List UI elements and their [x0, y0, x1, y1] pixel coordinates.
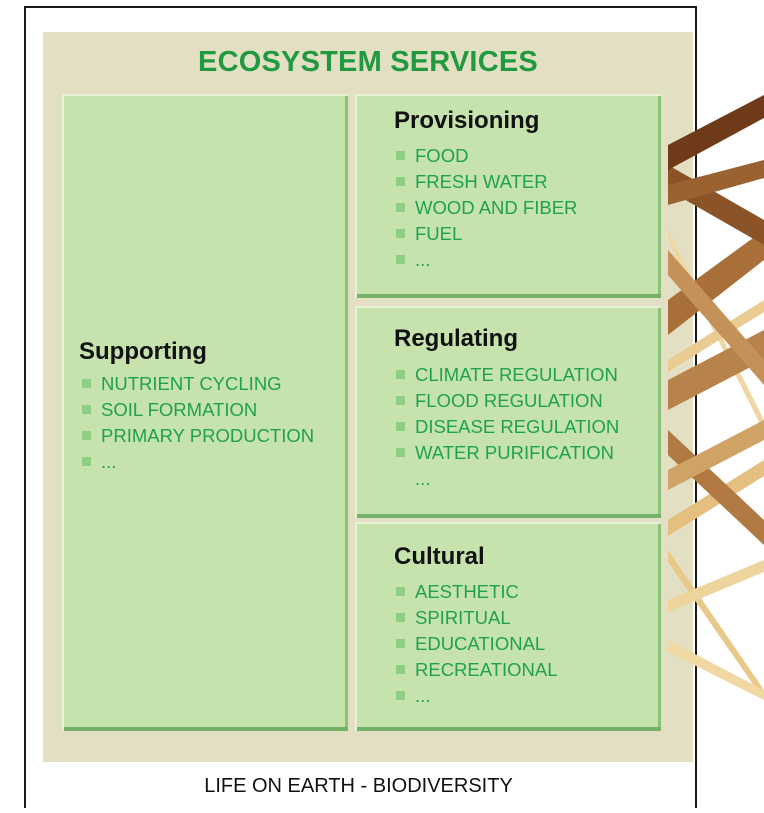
strap-light-3	[668, 640, 764, 700]
diagram-title: ECOSYSTEM SERVICES	[198, 46, 538, 78]
list-item: DISEASE REGULATION	[396, 414, 619, 440]
supporting-list: NUTRIENT CYCLING SOIL FORMATION PRIMARY PR…	[82, 371, 314, 475]
list-item-label: CLIMATE REGULATION	[415, 364, 618, 385]
list-item: ...	[396, 247, 577, 273]
list-item-label: FUEL	[415, 223, 463, 244]
list-item-label: FOOD	[415, 145, 469, 166]
bullet-square-icon	[82, 379, 91, 388]
list-item: WOOD AND FIBER	[396, 195, 577, 221]
bullet-square-icon	[82, 457, 91, 466]
list-item-label: ...	[101, 451, 117, 472]
strap-light-5	[668, 300, 764, 372]
regulating-list: CLIMATE REGULATION FLOOD REGULATION DISEAS…	[396, 362, 619, 492]
bullet-square-icon	[396, 422, 405, 431]
strap-light-1	[668, 550, 764, 700]
strap-mid-5	[668, 420, 764, 490]
list-item-label: NUTRIENT CYCLING	[101, 373, 282, 394]
list-item: WATER PURIFICATION	[396, 440, 619, 466]
provisioning-box: Provisioning FOOD FRESH WATER WOOD AND FIB…	[355, 94, 661, 298]
strap-mid-2	[668, 230, 764, 335]
bullet-square-icon	[396, 229, 405, 238]
bullet-square-icon	[396, 613, 405, 622]
strap-group	[668, 95, 764, 700]
bullet-square-icon	[396, 448, 405, 457]
bullet-square-icon	[396, 151, 405, 160]
biodiversity-label: LIFE ON EARTH - BIODIVERSITY	[204, 775, 513, 797]
cultural-heading: Cultural	[394, 543, 485, 570]
list-item: ...	[82, 449, 314, 475]
regulating-heading: Regulating	[394, 325, 518, 352]
list-item: SOIL FORMATION	[82, 397, 314, 423]
list-item: ...	[396, 683, 558, 709]
list-item: SPIRITUAL	[396, 605, 558, 631]
list-item-label: WATER PURIFICATION	[415, 442, 615, 463]
list-item-label: SOIL FORMATION	[101, 399, 258, 420]
strap-mid-4	[668, 250, 764, 385]
list-item-label: FRESH WATER	[415, 171, 548, 192]
list-item: FUEL	[396, 221, 577, 247]
cultural-box: Cultural AESTHETIC SPIRITUAL EDUCATIONAL RE…	[355, 522, 661, 731]
list-item-label: DISEASE REGULATION	[415, 416, 620, 437]
provisioning-heading: Provisioning	[394, 107, 540, 134]
strap-light-2	[668, 560, 764, 612]
bullet-square-icon	[82, 405, 91, 414]
list-item: EDUCATIONAL	[396, 631, 558, 657]
list-item: CLIMATE REGULATION	[396, 362, 619, 388]
bullet-square-icon	[396, 203, 405, 212]
list-item-label: ...	[415, 468, 431, 489]
bullet-square-icon	[396, 639, 405, 648]
list-item: RECREATIONAL	[396, 657, 558, 683]
bullet-square-icon	[396, 665, 405, 674]
list-item: FLOOD REGULATION	[396, 388, 619, 414]
bullet-square-icon	[396, 691, 405, 700]
bullet-square-icon	[396, 255, 405, 264]
list-item-label: FLOOD REGULATION	[415, 390, 603, 411]
supporting-box: Supporting NUTRIENT CYCLING SOIL FORMATIO…	[62, 94, 348, 731]
strap-dark-3	[668, 160, 764, 205]
provisioning-list: FOOD FRESH WATER WOOD AND FIBER FUEL...	[396, 143, 577, 273]
bullet-square-icon	[396, 370, 405, 379]
cultural-list: AESTHETIC SPIRITUAL EDUCATIONAL RECREATIONA…	[396, 579, 558, 709]
regulating-box: Regulating CLIMATE REGULATION FLOOD REGUL…	[355, 306, 661, 518]
list-item-label: AESTHETIC	[415, 581, 519, 602]
list-item: FOOD	[396, 143, 577, 169]
list-item: NUTRIENT CYCLING	[82, 371, 314, 397]
list-item: AESTHETIC	[396, 579, 558, 605]
list-item: PRIMARY PRODUCTION	[82, 423, 314, 449]
bullet-square-icon	[396, 177, 405, 186]
list-item-label: RECREATIONAL	[415, 659, 558, 680]
bullet-square-icon	[82, 431, 91, 440]
list-item-label: EDUCATIONAL	[415, 633, 546, 654]
bullet-square-icon	[396, 587, 405, 596]
list-item: FRESH WATER	[396, 169, 577, 195]
list-item: ...	[396, 466, 619, 492]
list-item-label: PRIMARY PRODUCTION	[101, 425, 315, 446]
list-item-label: ...	[415, 249, 431, 270]
strap-dark-2	[668, 95, 764, 170]
bullet-square-icon	[396, 396, 405, 405]
list-item-label: WOOD AND FIBER	[415, 197, 578, 218]
supporting-heading: Supporting	[79, 338, 207, 365]
list-item-label: SPIRITUAL	[415, 607, 511, 628]
list-item-label: ...	[415, 685, 431, 706]
